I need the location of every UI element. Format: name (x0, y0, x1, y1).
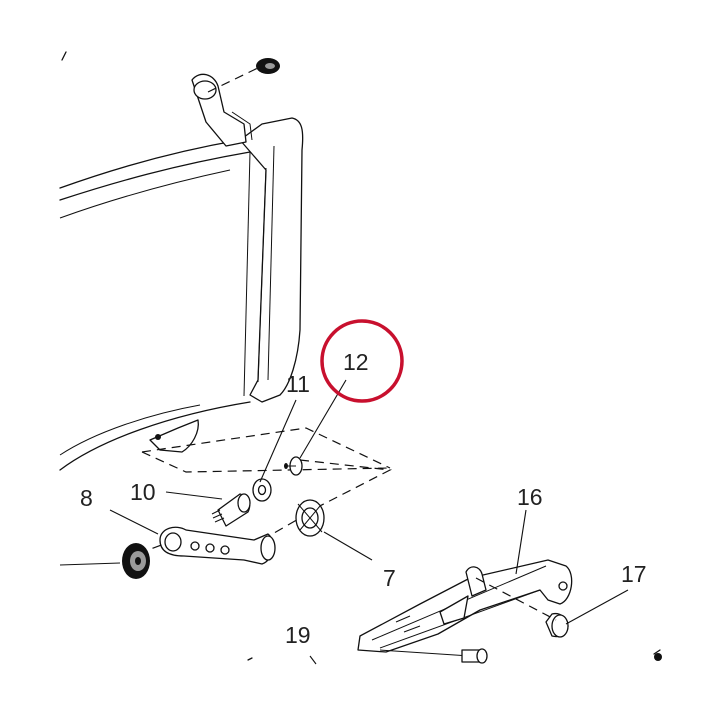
callout-10: 10 (130, 479, 156, 505)
callout-19: 19 (285, 622, 311, 648)
callout-12: 12 (343, 349, 369, 375)
leader-lines (59, 379, 629, 665)
callout-17: 17 (621, 561, 647, 587)
part-12-washer (284, 456, 303, 476)
part-10-shaft (211, 493, 251, 527)
part-16-rail (357, 559, 573, 653)
part-7-gear (295, 499, 325, 537)
top-small-gear (256, 58, 280, 74)
callout-8: 8 (80, 485, 93, 511)
cover-panel (59, 51, 304, 471)
callout-16: 16 (517, 484, 543, 510)
part-19-screw (379, 648, 488, 664)
part-8-link-arm (159, 526, 276, 565)
part-11-ring (252, 478, 272, 502)
left-gear (122, 543, 150, 579)
part-17-pin (545, 612, 569, 638)
callout-11: 11 (286, 371, 310, 397)
highlight-circle (320, 319, 404, 403)
callout-7: 7 (383, 565, 396, 591)
